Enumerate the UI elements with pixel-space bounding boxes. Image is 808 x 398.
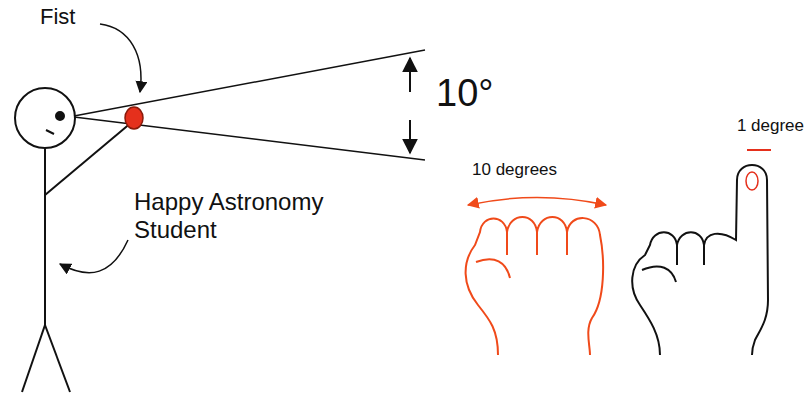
callout-label: Fist [40,4,75,29]
sight-lines [74,50,425,160]
angle-label: 10° [436,72,493,116]
leader-arrow [100,24,141,92]
width-label: 1 degree [737,116,804,136]
pointing-hand [632,165,768,355]
angle-arrow [409,120,411,153]
angle-arrow [409,58,411,92]
leader-arrow [60,240,128,273]
figure-label: Happy Astronomy Student [134,188,364,243]
degree-bar [747,149,771,151]
width-arrow [468,198,606,206]
stick-figure [15,88,132,392]
fist-hand [466,217,603,355]
fist-marker [125,107,143,129]
width-label: 10 degrees [472,160,557,180]
